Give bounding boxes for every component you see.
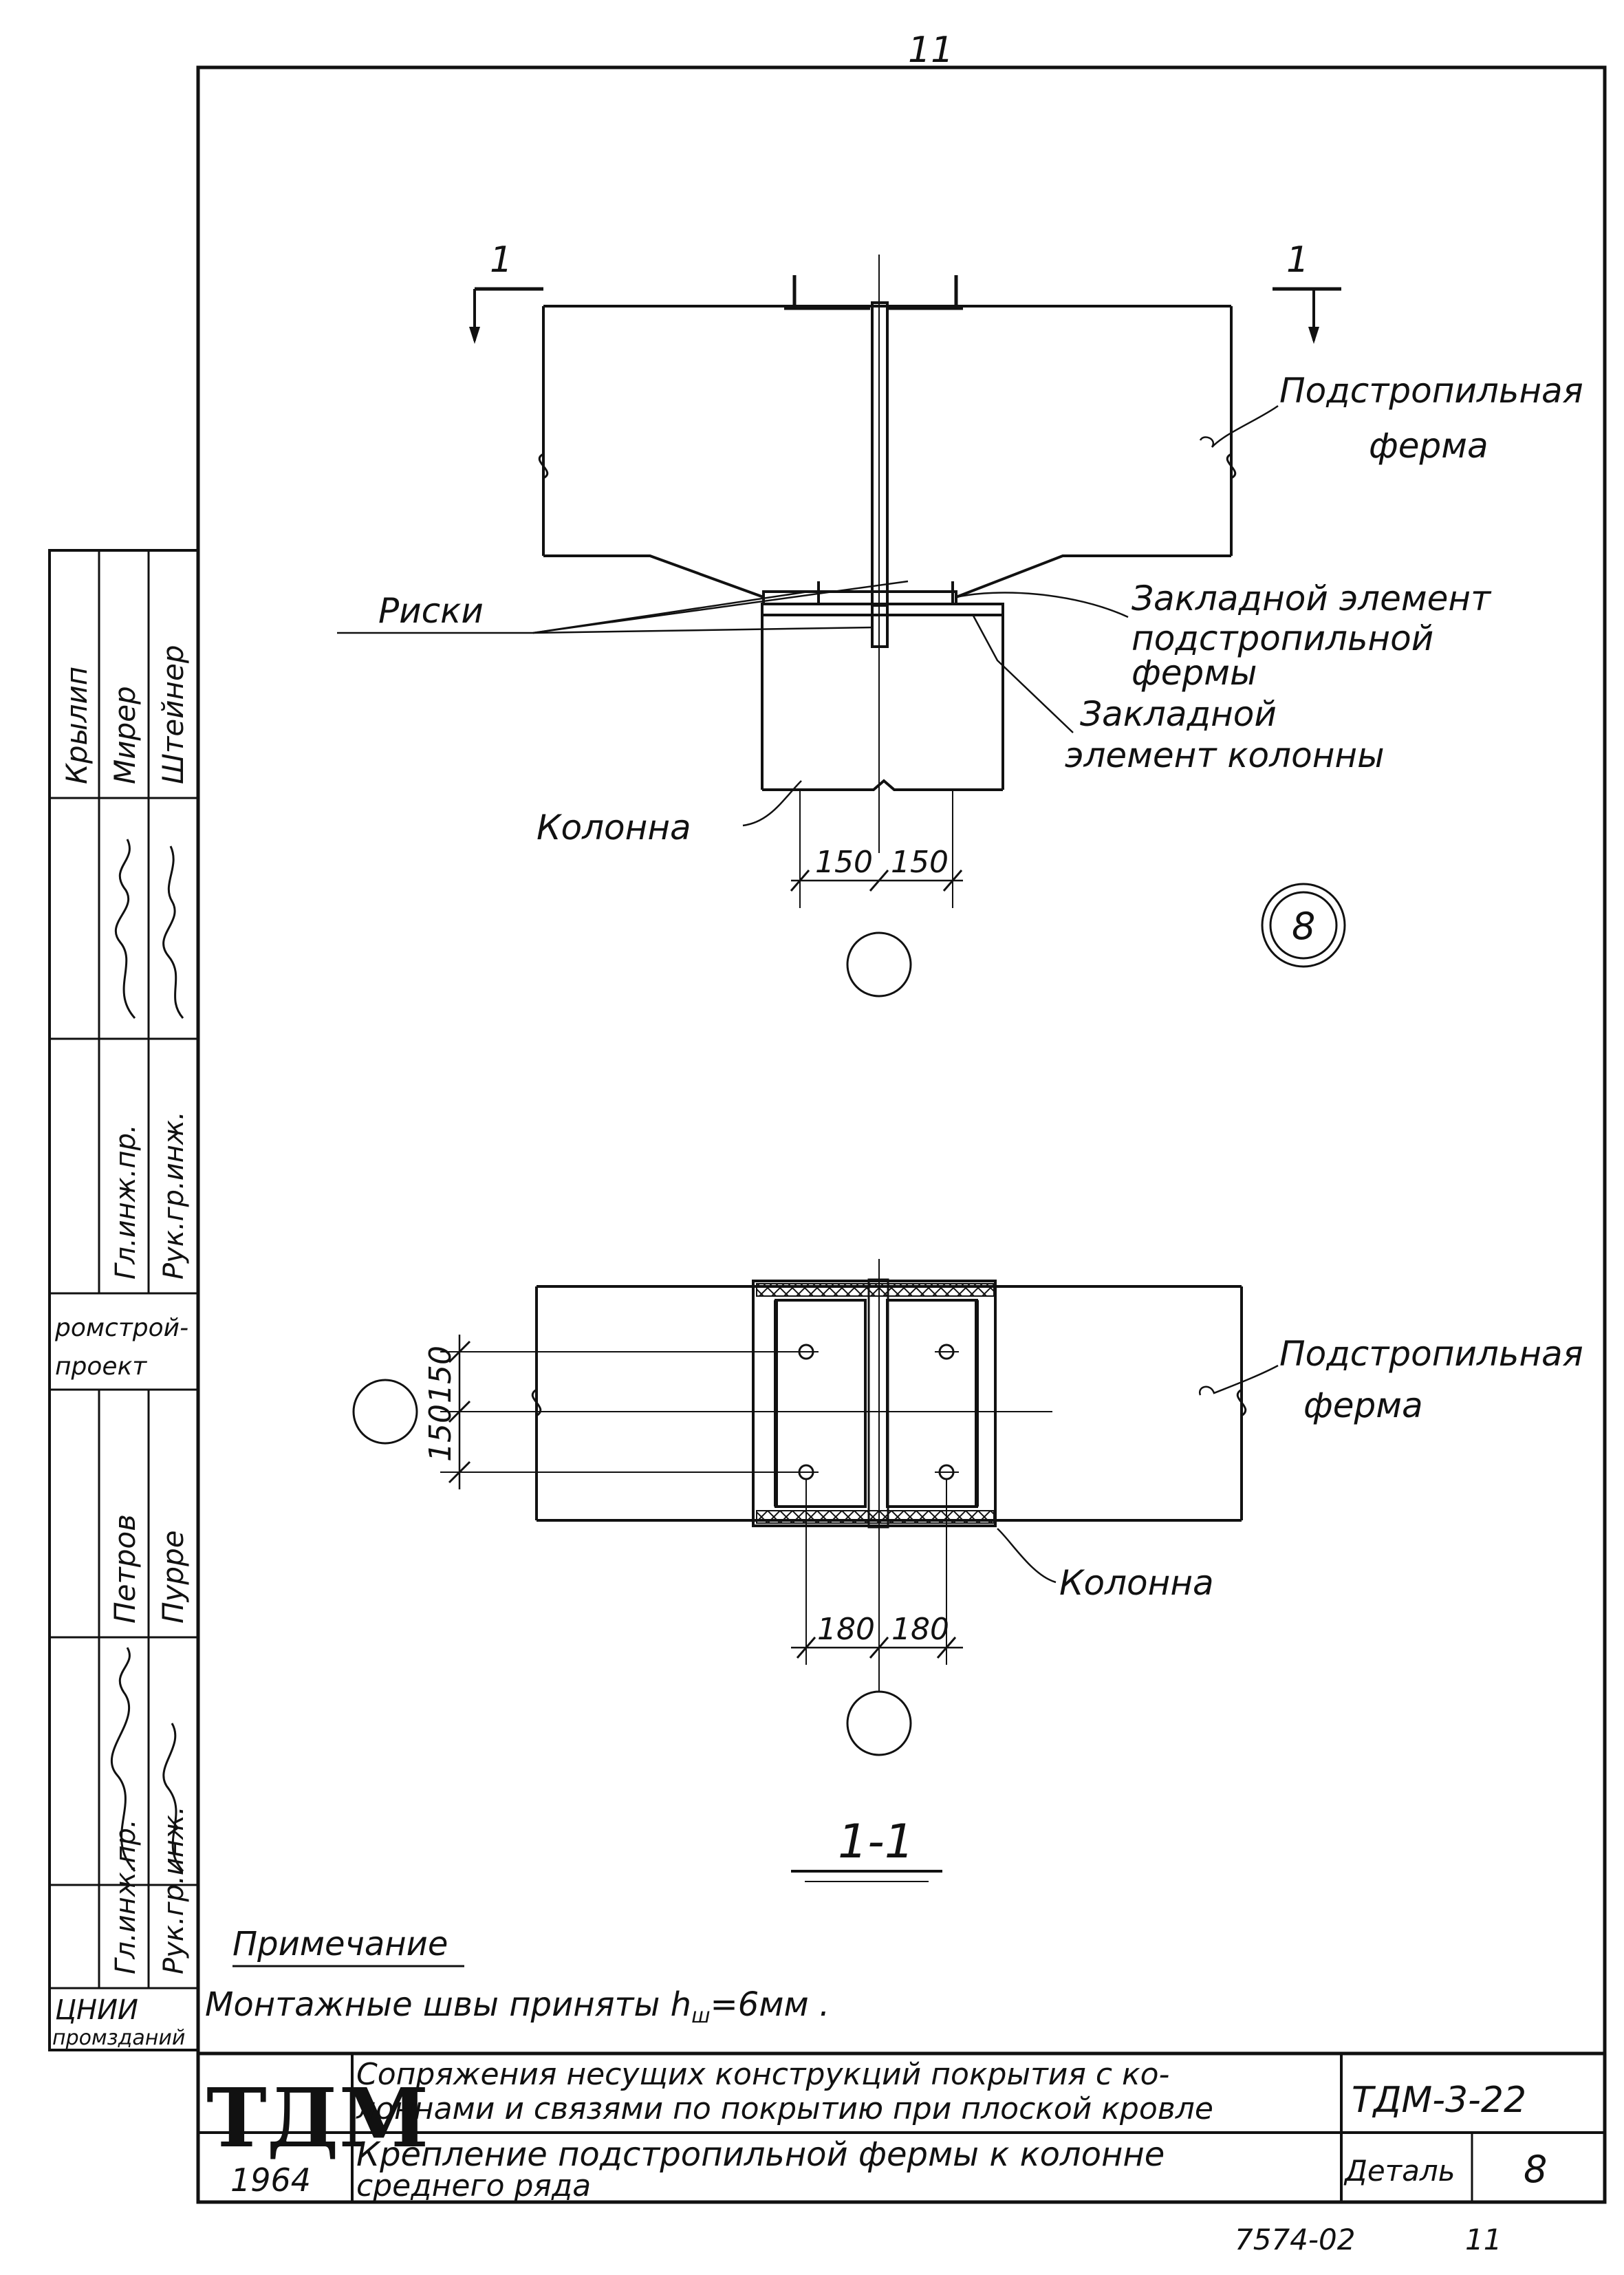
top-anchors: [784, 275, 963, 310]
plan-embed-hatch-bottom: [756, 1510, 995, 1524]
signature-4: [162, 1723, 184, 1873]
archive-code: 7574-02: [1235, 2223, 1356, 2256]
note-title: Примечание: [232, 1925, 448, 1963]
stamp-cell-9: Пурре: [156, 1530, 190, 1624]
stamp-cell-8: Петров: [108, 1514, 142, 1624]
series-title-line-1: Сопряжения несущих конструкций покрытия …: [356, 2057, 1169, 2092]
plan-axis-bubble-bottom: [846, 1690, 912, 1756]
sheet-title-line-2: среднего ряда: [356, 2168, 591, 2203]
column-embed-label-2: элемент колонны: [1065, 735, 1385, 775]
note-block: Примечание Монтажные швы приняты hш=6мм …: [205, 1925, 830, 2028]
riski-label: Риски: [378, 591, 484, 631]
stamp-cell-6: ромстрой-: [54, 1314, 188, 1342]
plan-vdim-1: 150: [423, 1346, 458, 1403]
plan-vdim-2: 150: [423, 1404, 458, 1462]
stamp-cell-4: Гл.инж.пр.: [110, 1124, 142, 1280]
series-title-line-2: лоннами и связями по покрытию при плоско…: [356, 2091, 1213, 2126]
elevation-dim-1: 150: [815, 845, 873, 880]
plan-axis-bubble-left: [352, 1379, 418, 1445]
series-code: ТДМ-3-22: [1352, 2080, 1526, 2121]
stamp-cell-7: проект: [55, 1352, 147, 1381]
column-embed-label-1: Закладной: [1080, 694, 1277, 734]
svg-text:1: 1: [490, 239, 512, 281]
stamp-cell-12: ЦНИИ: [55, 1994, 138, 2026]
plan-column-label: Колонна: [1059, 1563, 1214, 1603]
page-number: 11: [908, 30, 953, 71]
truss-embed-label-2: подстропильной: [1132, 618, 1433, 658]
left-stamp: Крылип Мирер Штейнер Гл.инж.пр. Рук.гр.и…: [48, 549, 199, 2051]
section-title: 1-1: [838, 1815, 914, 1869]
column-outline: [761, 615, 1004, 791]
plan-hdim-1: 180: [817, 1612, 875, 1647]
elevation-dimensions: 150 150: [790, 791, 963, 908]
sheet-title-line-1: Крепление подстропильной фермы к колонне: [356, 2135, 1165, 2174]
plan-plate-left: [775, 1299, 867, 1508]
elevation-dim-2: 150: [891, 845, 949, 880]
stamp-cell-10: Гл.инж.пр.: [110, 1819, 142, 1974]
plan-hdim-2: 180: [891, 1612, 949, 1647]
stamp-cell-2: Мирер: [108, 686, 142, 784]
signature-1: [114, 839, 136, 1020]
plan-view: 150 150 Подстропильная ферма Колонна 180…: [352, 1259, 1583, 1882]
elevation-truss-label-1: Подстропильная: [1279, 371, 1583, 411]
plan-plate-right: [886, 1299, 978, 1508]
truss-embed-label-1: Закладной элемент: [1132, 579, 1492, 618]
stamp-cell-13: промзданий: [52, 2026, 185, 2050]
plan-embed-hatch-top: [756, 1283, 995, 1297]
stamp-cell-5: Рук.гр.инж.: [158, 1111, 190, 1280]
tdm-logo: ТДМ: [206, 2070, 429, 2166]
section-marker-right: 1: [1273, 239, 1341, 344]
plan-truss-label-1: Подстропильная: [1279, 1334, 1583, 1374]
archive-sheet: 11: [1465, 2223, 1502, 2256]
svg-text:1: 1: [1286, 239, 1309, 281]
svg-text:8: 8: [1292, 905, 1315, 948]
section-marker-left: 1: [469, 239, 543, 344]
plan-column-outline: [752, 1280, 997, 1527]
title-block: ТДМ 1964 Сопряжения несущих конструкций …: [198, 2051, 1605, 2204]
signature-2: [162, 845, 184, 1019]
plan-truss-label-2: ферма: [1303, 1386, 1423, 1425]
detail-value: 8: [1524, 2148, 1547, 2191]
stamp-cell-1: Крылип: [60, 667, 94, 784]
elevation-truss-label-2: ферма: [1369, 426, 1488, 466]
elevation-column-label: Колонна: [537, 808, 691, 848]
stamp-cell-3: Штейнер: [156, 645, 190, 784]
truss-embed-label-3: фермы: [1132, 653, 1257, 693]
plan-vertical-dimensions: 150 150: [423, 1335, 471, 1489]
detail-number-bubble: 8: [1261, 883, 1346, 968]
detail-label: Деталь: [1343, 2154, 1455, 2188]
note-text: Монтажные швы приняты hш=6мм .: [205, 1985, 830, 2028]
plan-horizontal-dimensions: 180 180: [791, 1479, 963, 1665]
elevation-view: 1 1: [337, 239, 1583, 998]
elevation-axis-bubble: [846, 931, 912, 998]
title-year: 1964: [230, 2161, 311, 2199]
signature-3: [111, 1647, 136, 1873]
